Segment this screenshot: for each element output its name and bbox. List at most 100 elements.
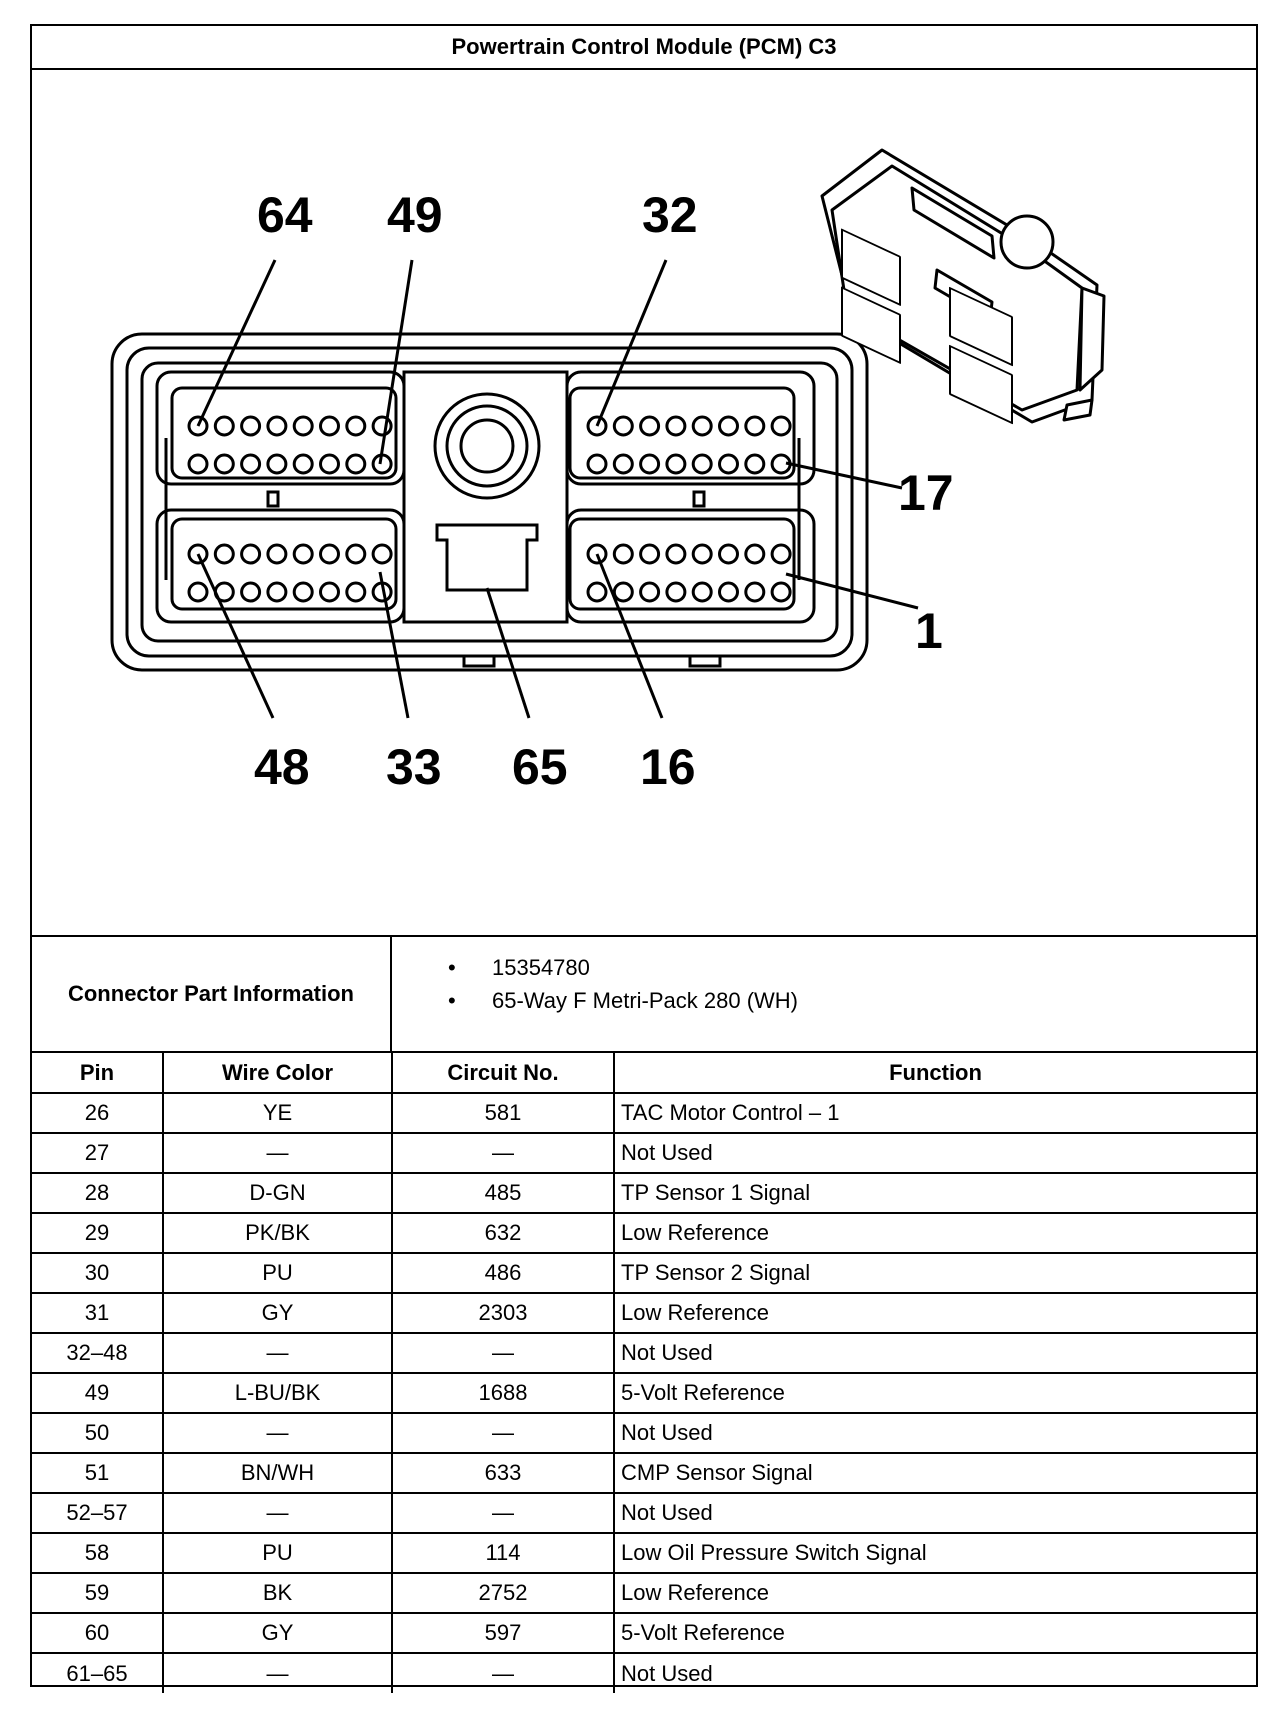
connector-diagram: 64 49 32 17 1 48 33 65 16 (32, 70, 1256, 935)
pin-cavity (187, 581, 209, 603)
wire-color-cell: — (162, 1492, 393, 1534)
pin-cell: 26 (32, 1092, 164, 1134)
pin-cavity (345, 543, 367, 565)
pin-cavity (770, 543, 792, 565)
circuit-no-cell: 485 (391, 1172, 615, 1214)
pin-cavity (266, 415, 288, 437)
pin-cavity (691, 581, 713, 603)
pin-cavity (665, 415, 687, 437)
pin-cell: 51 (32, 1452, 164, 1494)
wire-color-cell: BN/WH (162, 1452, 393, 1494)
leader-1 (785, 572, 919, 610)
pin-cavity (639, 415, 661, 437)
table-row: 50——Not Used (32, 1412, 1256, 1454)
function-cell: 5-Volt Reference (613, 1372, 1256, 1414)
part-info-list: 15354780 65-Way F Metri-Pack 280 (WH) (392, 937, 1256, 1065)
pin-cavity (345, 581, 367, 603)
wire-color-cell: — (162, 1412, 393, 1454)
pin-cavity (266, 543, 288, 565)
pin-cavity (639, 453, 661, 475)
table-row: 52–57——Not Used (32, 1492, 1256, 1534)
pin-cavity (744, 581, 766, 603)
pin-cavity (639, 581, 661, 603)
circuit-no-cell: — (391, 1132, 615, 1174)
function-cell: Low Oil Pressure Switch Signal (613, 1532, 1256, 1574)
pin-cell: 49 (32, 1372, 164, 1414)
pin-cavity (718, 415, 739, 437)
pin-cell: 27 (32, 1132, 164, 1174)
page-title: Powertrain Control Module (PCM) C3 (32, 26, 1256, 70)
circuit-no-cell: 114 (391, 1532, 615, 1574)
leader-16 (595, 553, 664, 719)
leader-32 (595, 259, 668, 427)
pin-cavity (612, 581, 634, 603)
pin-cavity (612, 415, 634, 437)
function-cell: Not Used (613, 1652, 1256, 1693)
header-pin: Pin (32, 1053, 164, 1094)
pin-block-lower-left (170, 517, 398, 611)
pin-cell: 32–48 (32, 1332, 164, 1374)
wire-color-cell: PK/BK (162, 1212, 393, 1254)
circuit-no-cell: — (391, 1412, 615, 1454)
pin-block-lower-right (568, 517, 796, 611)
pin-label-48: 48 (254, 739, 310, 795)
function-cell: Low Reference (613, 1572, 1256, 1614)
function-cell: Not Used (613, 1492, 1256, 1534)
part-info-label: Connector Part Information (32, 937, 392, 1051)
pin-cell: 50 (32, 1412, 164, 1454)
pin-cavity (240, 543, 262, 565)
pin-block-upper-right (568, 386, 796, 480)
function-cell: Low Reference (613, 1212, 1256, 1254)
pin-label-32: 32 (642, 187, 698, 243)
function-cell: Low Reference (613, 1292, 1256, 1334)
connector-housing-face (140, 361, 839, 643)
header-function: Function (613, 1053, 1256, 1094)
circuit-no-cell: 581 (391, 1092, 615, 1134)
wire-color-cell: BK (162, 1572, 393, 1614)
pin-cavity (744, 415, 766, 437)
pin-cavity (292, 581, 314, 603)
function-cell: Not Used (613, 1132, 1256, 1174)
pin-cavity (319, 453, 340, 475)
pin-label-49: 49 (387, 187, 443, 243)
circuit-no-cell: 2303 (391, 1292, 615, 1334)
housing-bottom-tab (688, 654, 722, 668)
wire-color-cell: — (162, 1652, 393, 1693)
pin-cavity (665, 581, 687, 603)
connector-3d-illustration (820, 148, 1106, 425)
pin-cavity (586, 453, 608, 475)
circuit-no-cell: — (391, 1652, 615, 1693)
function-cell: CMP Sensor Signal (613, 1452, 1256, 1494)
circuit-no-cell: 632 (391, 1212, 615, 1254)
pin-cavity (213, 543, 235, 565)
pin-cavity (319, 415, 340, 437)
pin-cavity (319, 581, 340, 603)
pin-label-64: 64 (257, 187, 313, 243)
function-cell: Not Used (613, 1332, 1256, 1374)
pin-cavity (240, 581, 262, 603)
function-cell: TAC Motor Control – 1 (613, 1092, 1256, 1134)
pin-cavity (665, 453, 687, 475)
wire-color-cell: YE (162, 1092, 393, 1134)
center-divider (402, 370, 569, 624)
pin-cell: 61–65 (32, 1652, 164, 1693)
circuit-no-cell: 2752 (391, 1572, 615, 1614)
pin-cavity (744, 453, 766, 475)
pin-cavity (691, 543, 713, 565)
pin-cavity (187, 453, 209, 475)
wire-color-cell: PU (162, 1532, 393, 1574)
pin-label-1: 1 (915, 603, 943, 659)
connector-part-information: Connector Part Information 15354780 65-W… (32, 935, 1256, 1053)
pin-cavity (586, 581, 608, 603)
pin-cavity (718, 581, 739, 603)
pin-cell: 31 (32, 1292, 164, 1334)
pin-cell: 59 (32, 1572, 164, 1614)
header-wire-color: Wire Color (162, 1053, 393, 1094)
